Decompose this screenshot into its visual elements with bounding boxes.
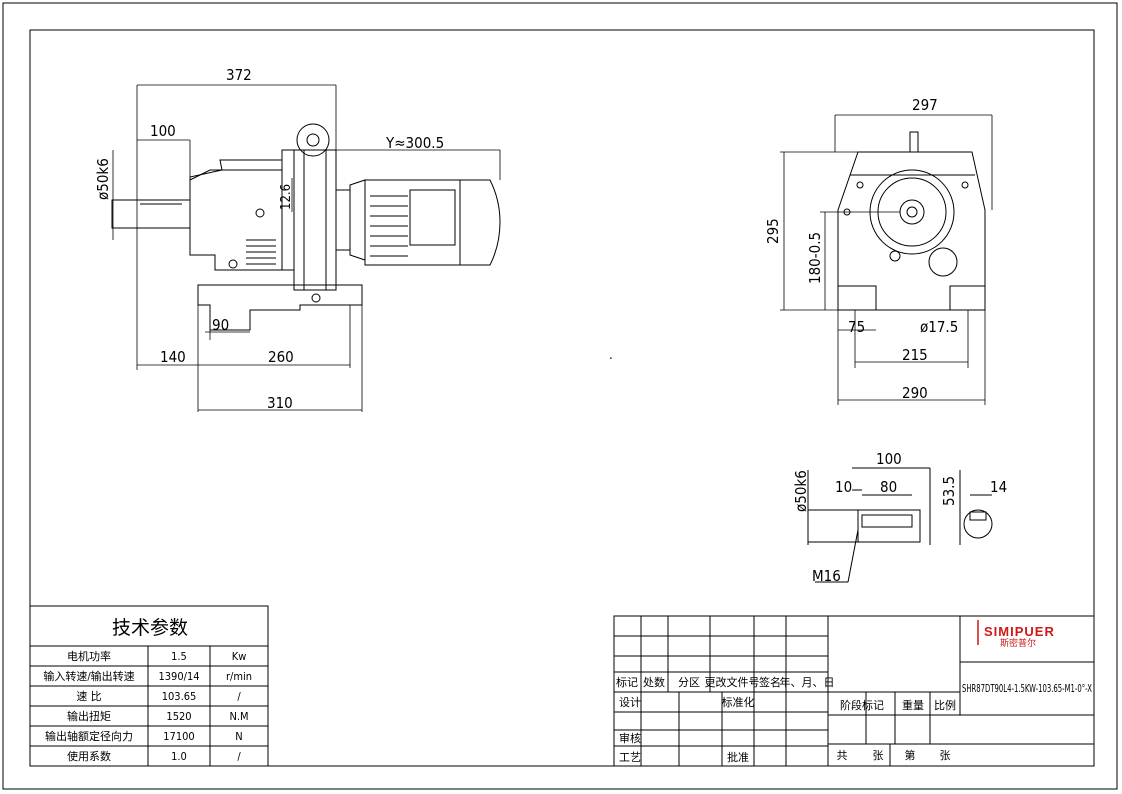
tb-gongyi: 工艺 [619,751,641,764]
detail-dim-dia: ø50k6 [792,470,810,512]
param-value: 17100 [163,730,194,743]
param-value: 1.0 [171,750,187,763]
front-view-dimensions [112,84,501,412]
tb-jieduan: 阶段标记 [840,698,884,712]
param-unit: Kw [232,650,247,663]
tb-biaozhunhua: 标准化 [722,695,755,709]
param-unit: N.M [229,710,248,723]
tb-genggai: 更改文件号 [705,675,760,689]
dim-small-12-6: 12.6 [279,184,294,210]
dim-foot-90: 90 [212,316,229,334]
tb-gong: 共 [837,749,848,762]
tb-zhongliang: 重量 [902,698,924,712]
detail-dim-53-5: 53.5 [940,476,958,506]
brand-logo-cn: 斯密普尔 [1000,637,1036,649]
side-view-dimensions [780,114,993,405]
dim-hole-dia: ø17.5 [920,318,958,336]
param-label: 输出扭矩 [67,709,111,723]
tech-params-title: 技术参数 [112,617,188,639]
param-value: 1390/14 [158,670,199,683]
dim-width-297: 297 [912,96,938,114]
param-unit: N [235,730,242,743]
dim-310: 310 [267,394,293,412]
tb-zhang2: 张 [940,749,951,762]
tb-di: 第 [905,748,916,762]
dim-290: 290 [902,384,928,402]
dim-shaft-dia: ø50k6 [94,158,112,200]
dim-center-height: 180-0.5 [806,232,824,284]
tb-fenqu: 分区 [678,676,700,689]
detail-dim-100: 100 [876,450,902,468]
dim-overall-372: 372 [226,66,252,84]
param-value: 1520 [166,710,191,723]
param-label: 输出轴额定径向力 [45,729,133,743]
tb-shenhe: 审核 [619,731,641,745]
inner-border [29,29,1095,767]
tb-qianming: 签名 [759,675,781,689]
param-label: 使用系数 [67,750,111,763]
dim-75: 75 [848,318,865,336]
param-value: 103.65 [162,690,197,703]
model-number: SHR87DT90L4-1.5KW-103.65-M1-0°-X [962,682,1092,695]
dim-215: 215 [902,346,928,364]
shaft-detail [807,467,993,583]
detail-dim-80: 80 [880,478,897,496]
param-label: 电机功率 [67,649,111,663]
tb-chushu: 处数 [643,676,665,689]
param-unit: / [237,750,241,763]
side-view [837,131,986,311]
tb-biaoji: 标记 [616,675,638,689]
tb-zhang1: 张 [873,749,884,762]
detail-thread-m16: M16 [812,567,841,585]
detail-dim-14: 14 [990,478,1007,496]
dim-shaft-len-100: 100 [150,122,176,140]
tb-bili: 比例 [934,698,956,712]
title-block [613,615,1095,767]
tb-date: 年、月、日 [780,675,835,689]
dim-260: 260 [268,348,294,366]
param-unit: / [237,690,241,703]
param-unit: r/min [226,670,252,683]
tb-pizhun: 批准 [727,750,749,764]
param-label: 速 比 [76,690,101,703]
brand-logo: SIMIPUER [984,624,1055,639]
tech-params-table [29,605,269,767]
param-label: 输入转速/输出转速 [43,669,134,683]
detail-dim-10: 10 [835,478,852,496]
dim-motor-length: Y≈300.5 [385,134,444,152]
dim-height-295: 295 [764,218,782,244]
tb-sheji: 设计 [619,696,641,709]
param-value: 1.5 [171,650,187,663]
dim-140: 140 [160,348,186,366]
front-view [111,123,501,331]
stray-dot: . [609,348,613,363]
